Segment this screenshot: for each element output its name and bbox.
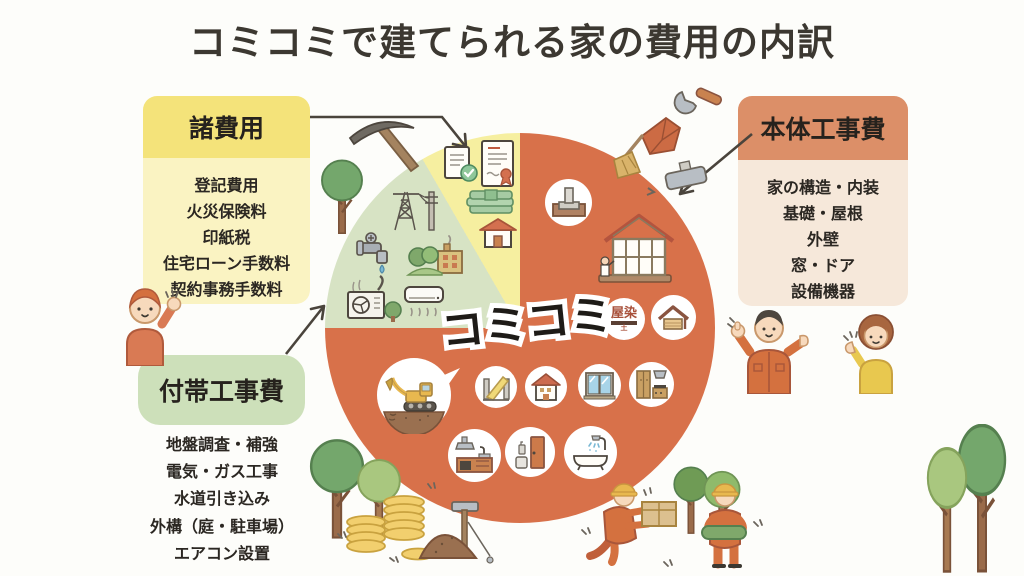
- misc-costs-list: 登記費用 火災保険料 印紙税 住宅ローン手数料 契約事務手数料: [143, 158, 310, 304]
- zigzag-mark: [646, 187, 657, 196]
- list-item: 外構（庭・駐車場）: [149, 518, 294, 536]
- list-item: 登記費用: [194, 178, 259, 196]
- sparkle-mark: [643, 487, 652, 496]
- water-faucet-icon: [356, 232, 388, 274]
- plane-icon: [664, 160, 708, 191]
- stamp-bar: [610, 320, 637, 325]
- page-title: コミコミで建てられる家の費用の内訳: [189, 22, 835, 63]
- brick-icon: [640, 116, 682, 156]
- approved-document-icon: [444, 146, 478, 182]
- sparkle-mark: [427, 482, 436, 489]
- incidental-costs-list: 地盤調査・補強 電気・ガス工事 水道引き込み 外構（庭・駐車場） エアコン設置: [112, 432, 332, 568]
- small-house-icon: [525, 366, 567, 408]
- foundation-icon: [545, 179, 592, 226]
- construction-workers: [581, 483, 763, 569]
- tree-icon: [926, 447, 968, 573]
- list-item: 火災保険料: [186, 204, 267, 222]
- incidental-costs-header: 付帯工事費: [138, 355, 305, 425]
- list-item: 電気・ガス工事: [165, 464, 278, 482]
- broom-icon: [613, 134, 644, 179]
- list-item: 設備機器: [790, 283, 855, 301]
- main-construction-box: 本体工事費 家の構造・内装 基礎・屋根 外壁 窓・ドア 設備機器: [738, 96, 908, 306]
- main-construction-header: 本体工事費: [738, 96, 908, 160]
- sparkle-mark: [581, 527, 591, 535]
- house-frame-icon: [598, 213, 675, 283]
- list-item: 契約事務手数料: [170, 281, 283, 299]
- list-item: 窓・ドア: [790, 257, 855, 275]
- main-construction-list: 家の構造・内装 基礎・屋根 外壁 窓・ドア 設備機器: [738, 160, 908, 306]
- list-item: 印紙税: [202, 230, 251, 248]
- sparkle-mark: [843, 331, 858, 341]
- ac-indoor-unit-icon: [404, 286, 444, 317]
- misc-costs-box: 諸費用 登記費用 火災保険料 印紙税 住宅ローン手数料 契約事務手数料: [143, 96, 310, 304]
- wrench-icon: [673, 87, 723, 115]
- worker-kneeling: [586, 483, 677, 566]
- tree-icon: [321, 159, 363, 234]
- sparkle-mark: [337, 531, 347, 539]
- sparkle-mark: [165, 289, 179, 298]
- stamp-text: 屋染: [610, 304, 637, 320]
- house-icon: [479, 218, 517, 248]
- tools-group: [613, 87, 723, 196]
- door-icon: [505, 427, 555, 477]
- sparkle-mark: [389, 556, 399, 563]
- gas-factory-icon: [406, 235, 463, 276]
- worker-standing: [701, 483, 747, 569]
- excavator-icon: [376, 356, 462, 434]
- tree-icon: [309, 439, 365, 539]
- list-item: 住宅ローン手数料: [162, 255, 291, 273]
- ac-outdoor-unit-icon: [347, 275, 402, 322]
- pickaxe-icon: [348, 121, 420, 173]
- tree-icon: [673, 466, 709, 534]
- waving-woman: [843, 314, 894, 394]
- list-item: 家の構造・内装: [766, 180, 879, 198]
- sparkle-mark: [753, 519, 763, 527]
- center-label-wrap: コミコミ: [434, 288, 620, 362]
- list-item: 外壁: [806, 232, 839, 250]
- paint-stamp-icon: 屋染 土: [603, 298, 645, 340]
- thumbs-up-man: [727, 310, 809, 394]
- window-icon: [578, 364, 621, 407]
- center-label: コミコミ: [439, 291, 615, 357]
- coins-icon: [337, 482, 436, 563]
- roof-icon: [651, 295, 696, 340]
- list-item: 地盤調査・補強: [165, 437, 278, 454]
- cash-stack-icon: [466, 189, 514, 214]
- list-item: 基礎・屋根: [782, 206, 863, 224]
- sparkle-mark: [727, 317, 735, 328]
- contract-certificate-icon: [481, 140, 514, 187]
- dirt-mound-icon: [418, 501, 494, 564]
- kitchen-cabinet-icon: [629, 362, 674, 407]
- power-lines-icon: [393, 191, 438, 231]
- bathtub-icon: [564, 426, 617, 479]
- list-item: エアコン設置: [173, 545, 270, 563]
- wall-icon: [475, 366, 517, 408]
- waving-person: [126, 288, 182, 366]
- list-item: 水道引き込み: [173, 491, 270, 509]
- sparkle-mark: [663, 559, 673, 567]
- stamp-sub: 土: [620, 324, 628, 332]
- kitchen-counter-icon: [448, 429, 501, 482]
- arrow-incidental-to-slice: [284, 304, 326, 355]
- tree-icon: [957, 424, 1007, 573]
- misc-costs-header: 諸費用: [143, 96, 310, 158]
